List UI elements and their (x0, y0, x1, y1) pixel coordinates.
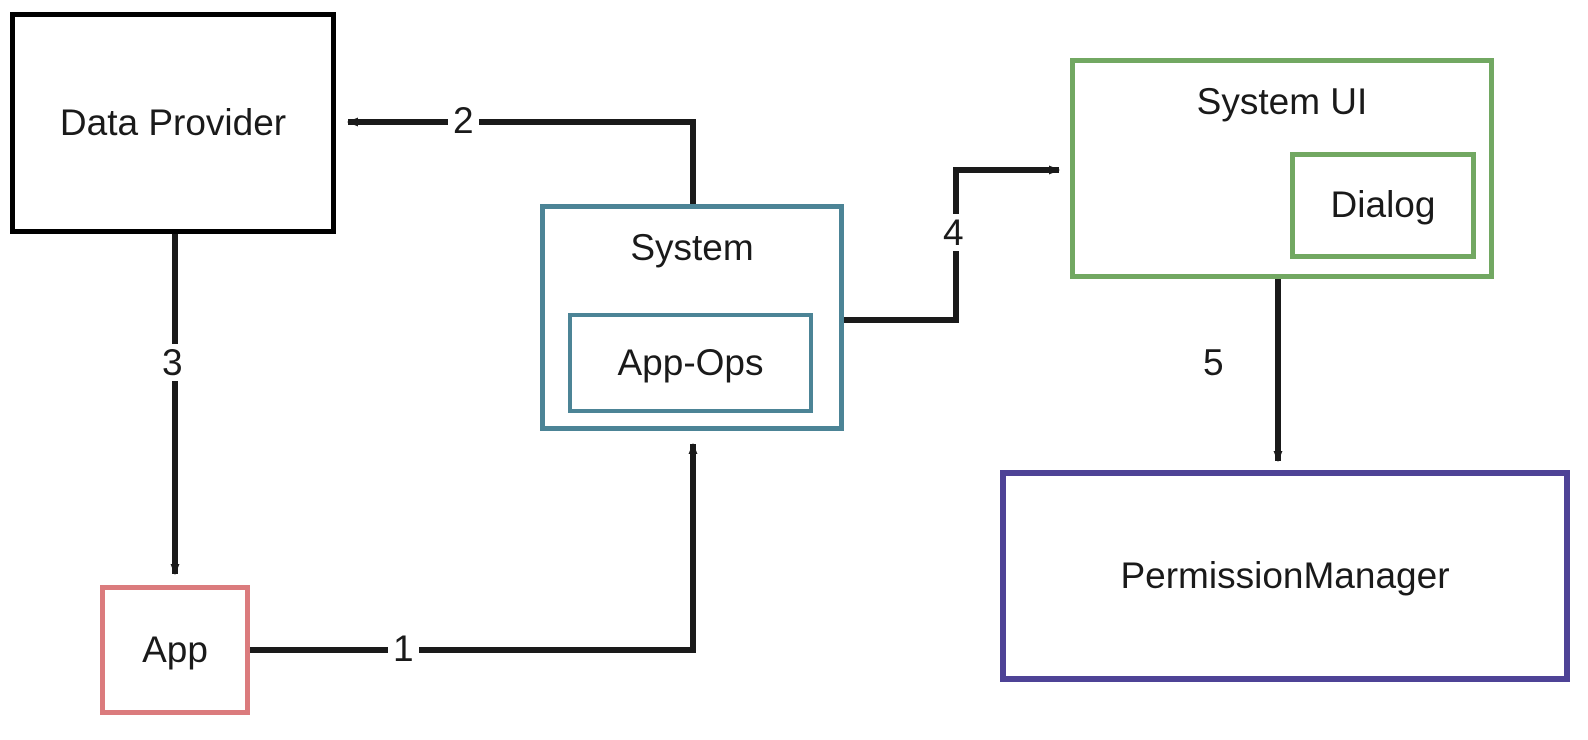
node-data-provider[interactable]: Data Provider (10, 12, 336, 234)
edge-label-1: 1 (388, 630, 419, 667)
node-dialog-label: Dialog (1330, 184, 1436, 226)
node-permission-manager[interactable]: PermissionManager (1000, 470, 1570, 682)
edge-label-4: 4 (938, 214, 969, 251)
node-app-label: App (142, 628, 208, 670)
edge-label-2: 2 (448, 102, 479, 139)
node-app-ops[interactable]: App-Ops (568, 313, 813, 413)
edge-1-path (250, 443, 698, 653)
node-app-ops-label: App-Ops (617, 341, 764, 383)
node-system-ui-label: System UI (1196, 81, 1368, 122)
node-permission-manager-label: PermissionManager (1120, 554, 1450, 596)
node-data-provider-label: Data Provider (59, 101, 287, 143)
node-dialog[interactable]: Dialog (1290, 152, 1476, 259)
edge-label-5: 5 (1198, 344, 1229, 381)
edge-2-path (347, 117, 696, 204)
node-app[interactable]: App (100, 585, 250, 715)
node-system-label: System (630, 227, 754, 268)
edge-label-3: 3 (157, 344, 188, 381)
